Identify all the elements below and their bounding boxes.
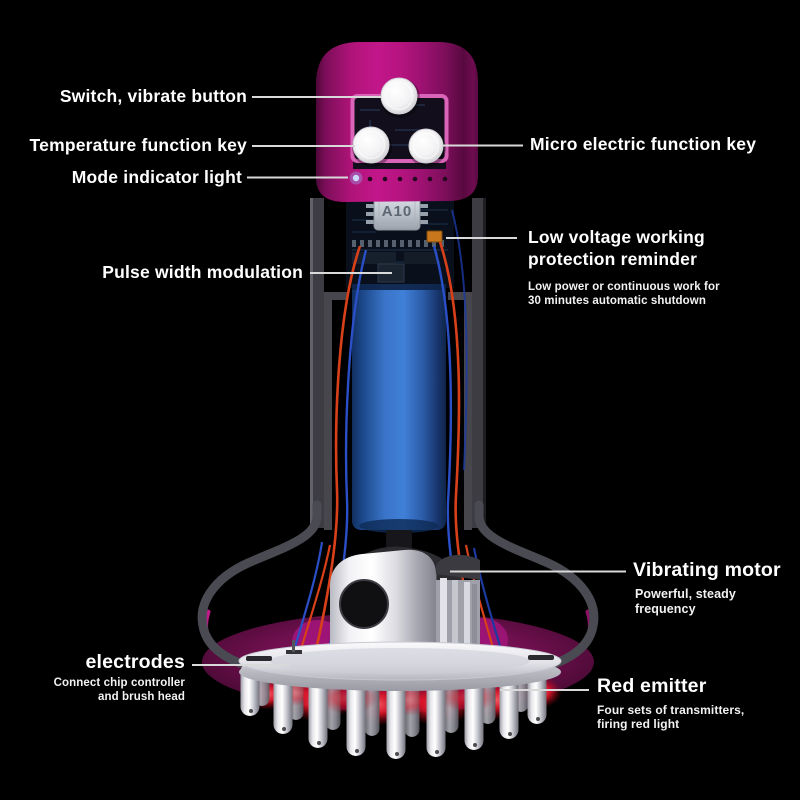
callout-lines: [192, 96, 626, 691]
subtext-electrodes: Connect chip controller and brush head: [53, 677, 185, 703]
electrode-contact-left: [246, 656, 272, 661]
label-micro-electric: Micro electric function key: [530, 134, 757, 154]
low-voltage-component: [426, 230, 443, 243]
chip-label: A10: [382, 203, 413, 220]
label-temperature-key: Temperature function key: [29, 135, 247, 155]
label-vibrating-motor: Vibrating motor: [633, 559, 781, 581]
brush-head-disc: [238, 640, 562, 691]
device-cap: [316, 42, 478, 203]
temperature-function-button: [352, 126, 392, 167]
label-mode-indicator: Mode indicator light: [71, 167, 242, 187]
electrode-contact-right: [528, 655, 554, 660]
label-switch-vibrate: Switch, vibrate button: [59, 86, 247, 106]
mode-dots: [367, 176, 448, 182]
battery: [352, 284, 446, 570]
subtext-vibrating-motor: Powerful, steady frequency: [635, 587, 736, 616]
label-electrodes: electrodes: [85, 651, 185, 673]
switch-vibrate-button: [380, 77, 420, 118]
subtext-red-emitter: Four sets of transmitters, firing red li…: [597, 703, 745, 732]
mode-indicator-light: [349, 171, 363, 185]
shell-neck: [310, 198, 486, 530]
bulb-outline: [197, 500, 599, 673]
label-red-emitter: Red emitter: [597, 675, 707, 697]
label-pwm: Pulse width modulation: [102, 262, 303, 282]
subtext-low-voltage: Low power or continuous work for 30 minu…: [528, 281, 720, 307]
micro-electric-function-button: [408, 128, 446, 167]
label-low-voltage: Low voltage working protection reminder: [528, 227, 705, 269]
vibrating-motor: [326, 546, 484, 664]
